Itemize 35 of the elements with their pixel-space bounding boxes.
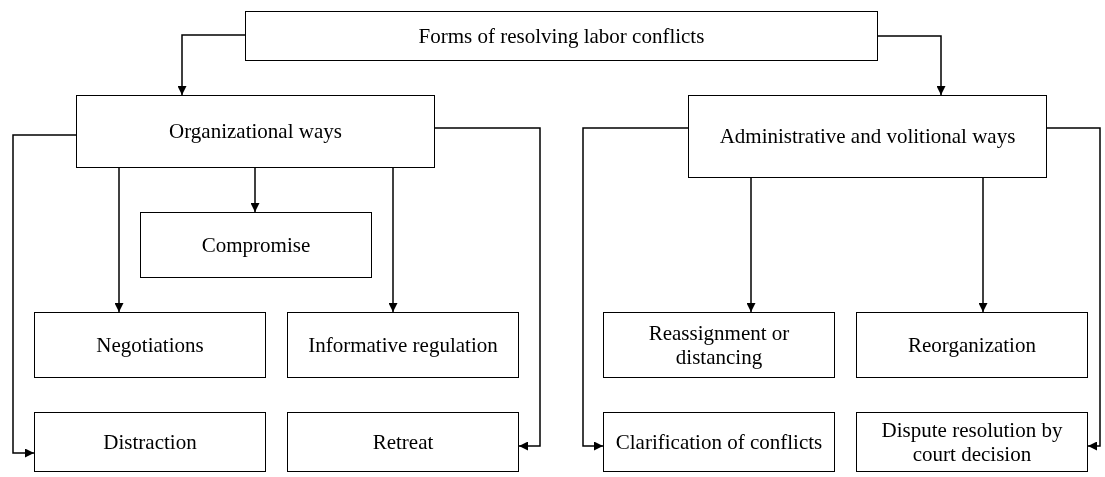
box-label: Compromise	[201, 232, 311, 258]
box-label: Reassignment or distancing	[647, 320, 791, 370]
arrow	[114, 167, 124, 313]
arrow	[978, 177, 988, 313]
box-label: Informative regulation	[308, 332, 498, 358]
box-label: Reorganization	[908, 332, 1036, 358]
arrow	[582, 127, 689, 451]
box-label: Distraction	[103, 429, 197, 455]
box-label: Forms of resolving labor conflicts	[418, 23, 705, 49]
process-box	[34, 412, 266, 472]
box-label: Negotiations	[96, 332, 204, 358]
arrow	[877, 35, 946, 96]
arrow	[388, 167, 398, 313]
box-label: Retreat	[372, 429, 434, 455]
process-box	[287, 412, 519, 472]
process-box	[603, 312, 835, 378]
process-box	[287, 312, 519, 378]
process-box	[34, 312, 266, 378]
process-box	[856, 412, 1088, 472]
process-box	[856, 312, 1088, 378]
process-box	[688, 95, 1047, 178]
box-label: Dispute resolution by court decision	[880, 417, 1064, 467]
box-label: Organizational ways	[169, 119, 342, 144]
arrow	[1046, 127, 1101, 451]
arrow	[250, 167, 260, 213]
process-box	[603, 412, 835, 472]
box-label: Clarification of conflicts	[615, 429, 823, 455]
title-box	[245, 11, 878, 61]
arrow	[746, 177, 756, 313]
box-label: Administrative and volitional ways	[719, 124, 1016, 149]
arrow	[434, 127, 541, 451]
arrow	[12, 134, 77, 458]
process-box	[140, 212, 372, 278]
process-box	[76, 95, 435, 168]
arrow	[177, 34, 246, 96]
